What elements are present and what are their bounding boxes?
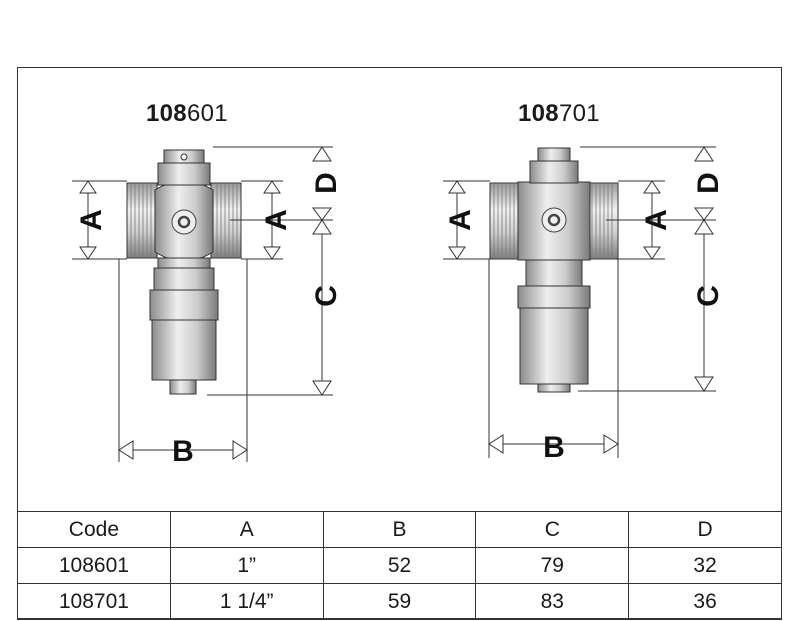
dim-a-right-2: A	[640, 209, 673, 231]
dim-c-1: C	[310, 285, 343, 307]
model-title-108701: 108701	[518, 100, 600, 128]
dim-a-left-1: A	[75, 209, 108, 231]
cell-a: 1 1/4”	[169, 583, 324, 620]
cell-code: 108601	[17, 547, 171, 584]
model-suffix: 601	[186, 100, 228, 127]
header-a: A	[169, 511, 324, 548]
dim-b-2: B	[543, 431, 565, 464]
dim-b-1: B	[172, 435, 194, 468]
valve-108601	[126, 149, 242, 395]
header-code: Code	[17, 511, 171, 548]
cell-c: 83	[475, 583, 630, 620]
dim-d-1: D	[310, 172, 343, 194]
dim-a-left-2: A	[444, 209, 477, 231]
cell-code: 108701	[17, 583, 171, 620]
valve-108701	[489, 147, 619, 393]
model-suffix: 701	[558, 100, 600, 127]
cell-d: 32	[628, 547, 782, 584]
model-prefix: 108	[146, 100, 187, 127]
table-header-row: Code A B C D	[17, 511, 782, 548]
dimension-lines	[72, 146, 716, 462]
model-prefix: 108	[518, 100, 559, 127]
cell-b: 52	[322, 547, 477, 584]
dim-d-2: D	[692, 172, 725, 194]
header-c: C	[475, 511, 630, 548]
cell-d: 36	[628, 583, 782, 620]
cell-c: 79	[475, 547, 630, 584]
dim-a-right-1: A	[260, 209, 293, 231]
cell-b: 59	[322, 583, 477, 620]
model-title-108601: 108601	[146, 100, 228, 128]
cell-a: 1”	[169, 547, 324, 584]
header-d: D	[628, 511, 782, 548]
dimensions-table: Code A B C D 108601 1” 52 79 32 108701 1…	[17, 511, 782, 620]
dim-c-2: C	[692, 285, 725, 307]
header-b: B	[322, 511, 477, 548]
table-row: 108601 1” 52 79 32	[17, 547, 782, 584]
table-row: 108701 1 1/4” 59 83 36	[17, 583, 782, 620]
